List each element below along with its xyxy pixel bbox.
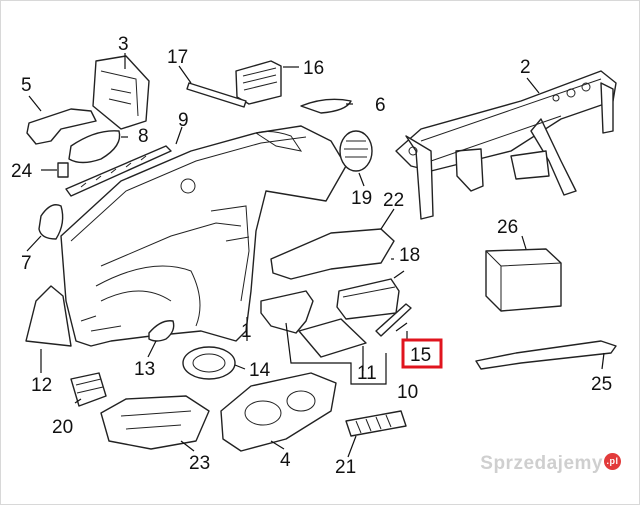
callout-9: 9 bbox=[178, 110, 189, 131]
callout-21: 21 bbox=[335, 457, 356, 478]
callout-4: 4 bbox=[280, 450, 291, 471]
callout-15-highlight-box bbox=[401, 338, 443, 369]
callout-14: 14 bbox=[249, 360, 271, 381]
part-3-audio-unit bbox=[92, 55, 150, 130]
part-17-strip bbox=[186, 82, 247, 108]
part-18-storage-tray bbox=[336, 278, 400, 320]
part-25-trim-strip bbox=[475, 340, 617, 370]
callout-labels: 1 2 3 4 5 6 7 8 9 10 11 12 13 14 15 16 1… bbox=[11, 34, 612, 478]
part-14-vent-ring bbox=[182, 346, 236, 380]
part-24-clip bbox=[57, 162, 69, 178]
callout-5: 5 bbox=[21, 75, 32, 96]
part-12-side-panel bbox=[25, 285, 72, 347]
callout-16: 16 bbox=[303, 58, 324, 79]
watermark: Sprzedajemy.pl bbox=[480, 453, 621, 475]
callout-18: 18 bbox=[399, 245, 420, 266]
part-2-support-beam bbox=[395, 70, 617, 220]
callout-23: 23 bbox=[189, 453, 210, 474]
part-1-lower-bracket bbox=[260, 290, 314, 334]
callout-3: 3 bbox=[118, 34, 129, 55]
part-8-lens bbox=[68, 130, 121, 164]
watermark-text: Sprzedajemy bbox=[480, 453, 603, 474]
callout-11: 11 bbox=[357, 363, 377, 384]
part-26-airbag-module bbox=[485, 248, 562, 312]
callout-10: 10 bbox=[397, 382, 418, 403]
part-19-side-vent bbox=[339, 130, 373, 172]
callout-2: 2 bbox=[520, 57, 531, 78]
part-22-bracket bbox=[270, 228, 395, 280]
part-1-instrument-panel bbox=[60, 125, 347, 347]
leader-lines bbox=[26, 53, 605, 458]
part-23-lower-cover bbox=[100, 395, 210, 450]
callout-17: 17 bbox=[167, 47, 188, 68]
callout-24: 24 bbox=[11, 161, 33, 182]
callout-13: 13 bbox=[134, 359, 155, 380]
callout-19: 19 bbox=[351, 188, 372, 209]
callout-15: 15 bbox=[410, 345, 431, 366]
callout-1: 1 bbox=[241, 321, 252, 342]
callout-6: 6 bbox=[375, 95, 386, 116]
part-16-center-vent bbox=[235, 60, 282, 105]
part-6-cover bbox=[300, 98, 352, 114]
part-5-side-trim bbox=[26, 108, 97, 145]
callout-12: 12 bbox=[31, 375, 52, 396]
callout-7: 7 bbox=[21, 253, 32, 274]
callout-20: 20 bbox=[52, 417, 73, 438]
part-15-strip bbox=[375, 303, 412, 337]
part-9-defroster-grille bbox=[65, 145, 172, 197]
callout-26: 26 bbox=[497, 217, 518, 238]
part-21-vent-grille bbox=[345, 410, 407, 437]
part-20-vent bbox=[70, 372, 107, 407]
callout-22: 22 bbox=[383, 190, 404, 211]
part-4-cluster-bezel bbox=[220, 372, 337, 452]
callout-8: 8 bbox=[138, 126, 149, 147]
part-13-knob bbox=[148, 320, 175, 342]
part-7-end-cap bbox=[38, 204, 64, 240]
callout-25: 25 bbox=[591, 374, 612, 395]
part-11-pad bbox=[298, 318, 367, 358]
watermark-suffix: .pl bbox=[604, 453, 621, 470]
